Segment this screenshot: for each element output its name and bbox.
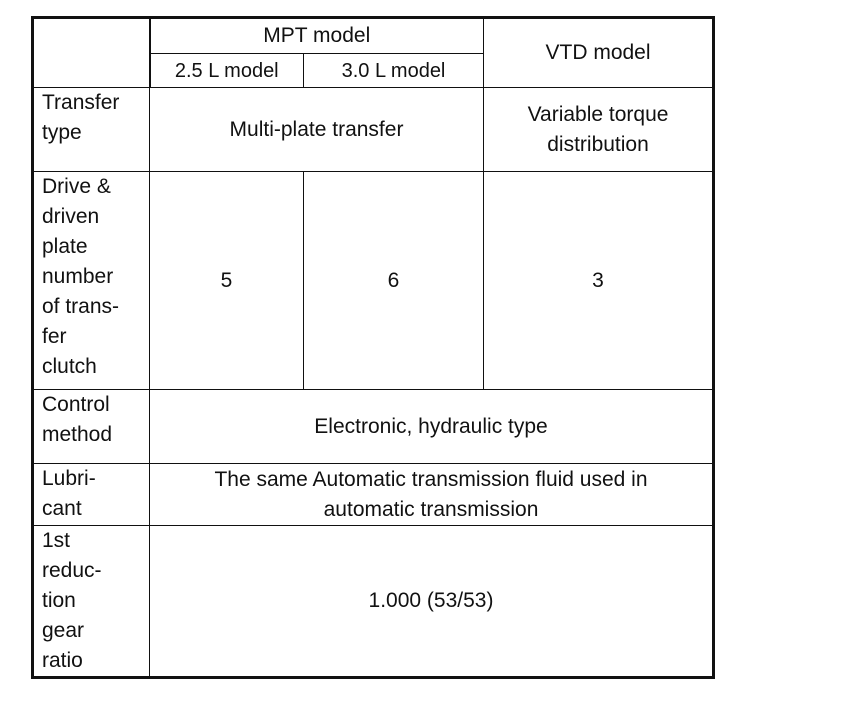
cell-transfer-type-mpt: Multi-plate transfer bbox=[148, 87, 485, 172]
cell-transfer-type-vtd: Variable torque distribution bbox=[483, 87, 715, 172]
cell-plate-number-vtd: 3 bbox=[483, 171, 715, 390]
row-reduction-ratio: 1st reduc- tion gear ratio 1.000 (53/53) bbox=[32, 525, 715, 678]
row-label-plate-number: Drive & driven plate number of trans- fe… bbox=[32, 171, 150, 390]
header-row-1: MPT model VTD model bbox=[32, 17, 715, 88]
row-lubricant: Lubri- cant The same Automatic transmiss… bbox=[32, 463, 715, 526]
row-label-control-method: Control method bbox=[32, 389, 150, 464]
spec-table: MPT model VTD model 2.5 L model 3.0 L mo… bbox=[31, 16, 716, 679]
corner-cell bbox=[32, 17, 151, 88]
cell-control-method: Electronic, hydraulic type bbox=[148, 389, 715, 464]
row-label-lubricant: Lubri- cant bbox=[32, 463, 150, 526]
row-transfer-type: Transfer type Multi-plate transfer Varia… bbox=[32, 87, 715, 172]
row-control-method: Control method Electronic, hydraulic typ… bbox=[32, 389, 715, 464]
header-3-0l-model: 3.0 L model bbox=[302, 53, 485, 88]
cell-lubricant: The same Automatic transmission fluid us… bbox=[148, 463, 715, 526]
row-label-reduction-ratio: 1st reduc- tion gear ratio bbox=[32, 525, 150, 678]
row-label-transfer-type: Transfer type bbox=[32, 87, 150, 172]
cell-reduction-ratio: 1.000 (53/53) bbox=[148, 525, 715, 678]
cell-plate-number-2-5l: 5 bbox=[149, 171, 304, 390]
header-row-2: 2.5 L model 3.0 L model bbox=[33, 53, 714, 88]
header-2-5l-model: 2.5 L model bbox=[149, 53, 304, 88]
header-mpt-model: MPT model bbox=[148, 17, 485, 54]
header-vtd-model: VTD model bbox=[483, 17, 715, 88]
cell-plate-number-3-0l: 6 bbox=[302, 171, 485, 390]
row-plate-number: Drive & driven plate number of trans- fe… bbox=[32, 171, 715, 390]
